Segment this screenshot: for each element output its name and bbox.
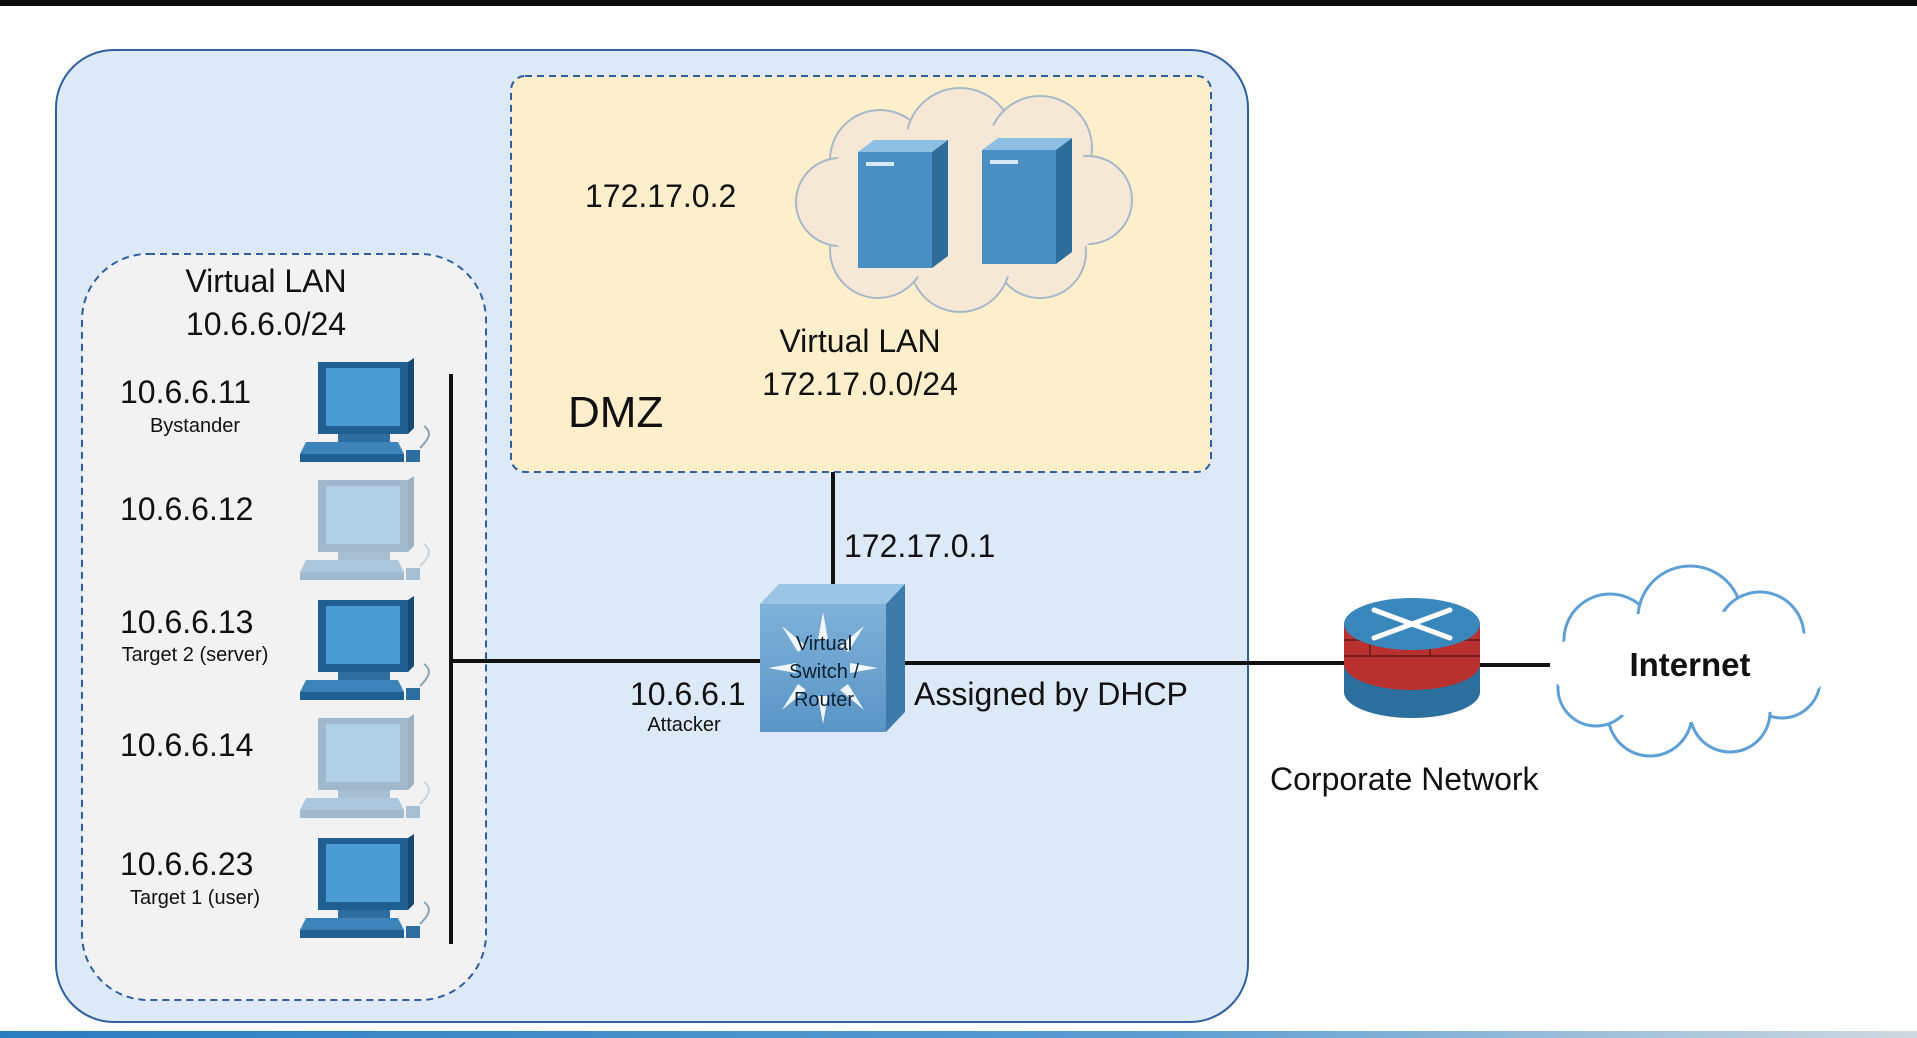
switch-lan-ip: 10.6.6.1 xyxy=(630,676,746,712)
switch-wan-text: Assigned by DHCP xyxy=(914,676,1188,712)
host-ip-4: 10.6.6.14 xyxy=(120,727,254,763)
internet-cloud-icon xyxy=(1550,564,1830,758)
vlan-title: Virtual LAN 10.6.6.0/24 xyxy=(150,260,382,346)
dmz-vlan-label: Virtual LAN 172.17.0.0/24 xyxy=(740,320,980,406)
corporate-network-label: Corporate Network xyxy=(1270,761,1539,797)
computer-icon xyxy=(300,476,430,580)
host-role-3: Target 2 (server) xyxy=(121,644,269,666)
host-ip-3: 10.6.6.13 xyxy=(120,604,254,640)
switch-label: Virtual Switch / Router xyxy=(760,630,888,714)
computer-icon xyxy=(300,596,430,700)
vlan-title-line1: Virtual LAN xyxy=(185,263,347,299)
switch-lan-role: Attacker xyxy=(647,714,721,736)
computer-icon xyxy=(300,358,430,462)
switch-dmz-ip: 172.17.0.1 xyxy=(844,528,996,564)
bottom-accent-line xyxy=(0,1031,1917,1038)
host-role-1: Bystander xyxy=(149,415,241,437)
switch-label-line3: Router xyxy=(793,689,855,711)
dmz-label: DMZ xyxy=(568,388,664,437)
server-icon xyxy=(982,138,1072,264)
dmz-server-ip: 172.17.0.2 xyxy=(585,178,737,214)
internet-label: Internet xyxy=(1629,646,1751,683)
host-ip-2: 10.6.6.12 xyxy=(120,491,254,527)
server-icon xyxy=(858,140,948,268)
host-role-5: Target 1 (user) xyxy=(129,887,261,909)
top-bar xyxy=(0,0,1917,6)
virtual-switch-router-icon xyxy=(760,584,905,732)
host-ip-5: 10.6.6.23 xyxy=(120,846,254,882)
computer-icon xyxy=(300,834,430,938)
switch-label-line2: Switch / xyxy=(788,661,860,683)
dmz-vlan-line2: 172.17.0.0/24 xyxy=(762,366,958,402)
host-ip-1: 10.6.6.11 xyxy=(120,374,252,410)
computer-icon xyxy=(300,714,430,818)
dmz-vlan-line1: Virtual LAN xyxy=(779,323,941,359)
switch-label-line1: Virtual xyxy=(795,633,853,655)
corporate-router-icon xyxy=(1344,598,1480,718)
vlan-title-line2: 10.6.6.0/24 xyxy=(185,306,347,342)
